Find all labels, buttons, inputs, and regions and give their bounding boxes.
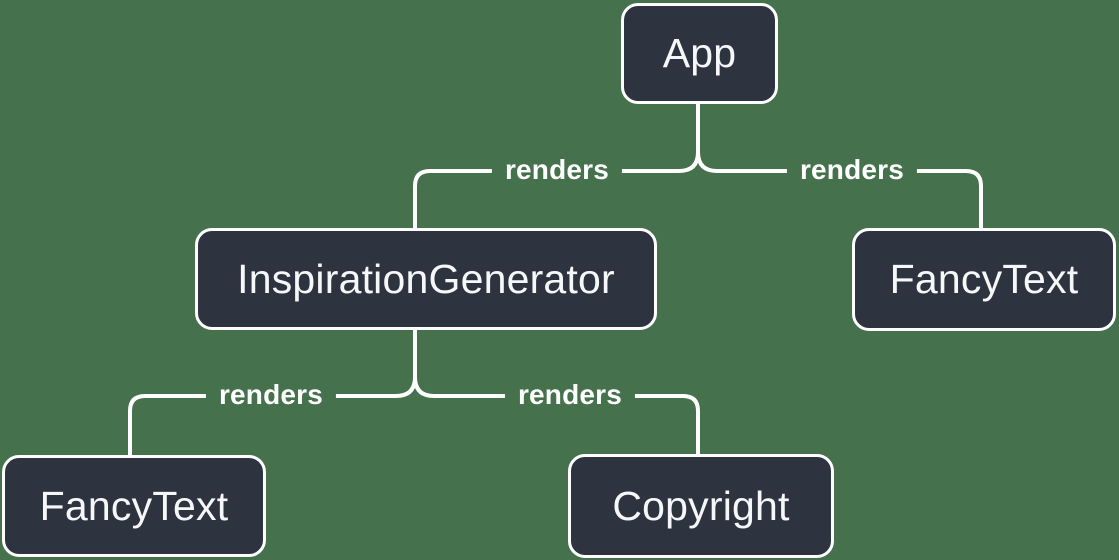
edge-label-renders: renders xyxy=(786,152,918,188)
edge-label-renders: renders xyxy=(504,377,636,413)
node-app: App xyxy=(621,3,778,104)
node-copyright: Copyright xyxy=(568,454,834,558)
node-fancy-text-bottom: FancyText xyxy=(2,455,266,557)
edge-label-renders: renders xyxy=(491,152,623,188)
edge-label-renders: renders xyxy=(205,377,337,413)
node-inspiration-generator-label: InspirationGenerator xyxy=(237,255,615,302)
node-copyright-label: Copyright xyxy=(612,482,790,529)
node-fancy-text-top: FancyText xyxy=(852,228,1116,331)
node-fancy-text-top-label: FancyText xyxy=(889,256,1079,302)
node-inspiration-generator: InspirationGenerator xyxy=(195,228,657,330)
node-fancy-text-bottom-label: FancyText xyxy=(39,482,229,529)
node-app-label: App xyxy=(662,30,737,76)
